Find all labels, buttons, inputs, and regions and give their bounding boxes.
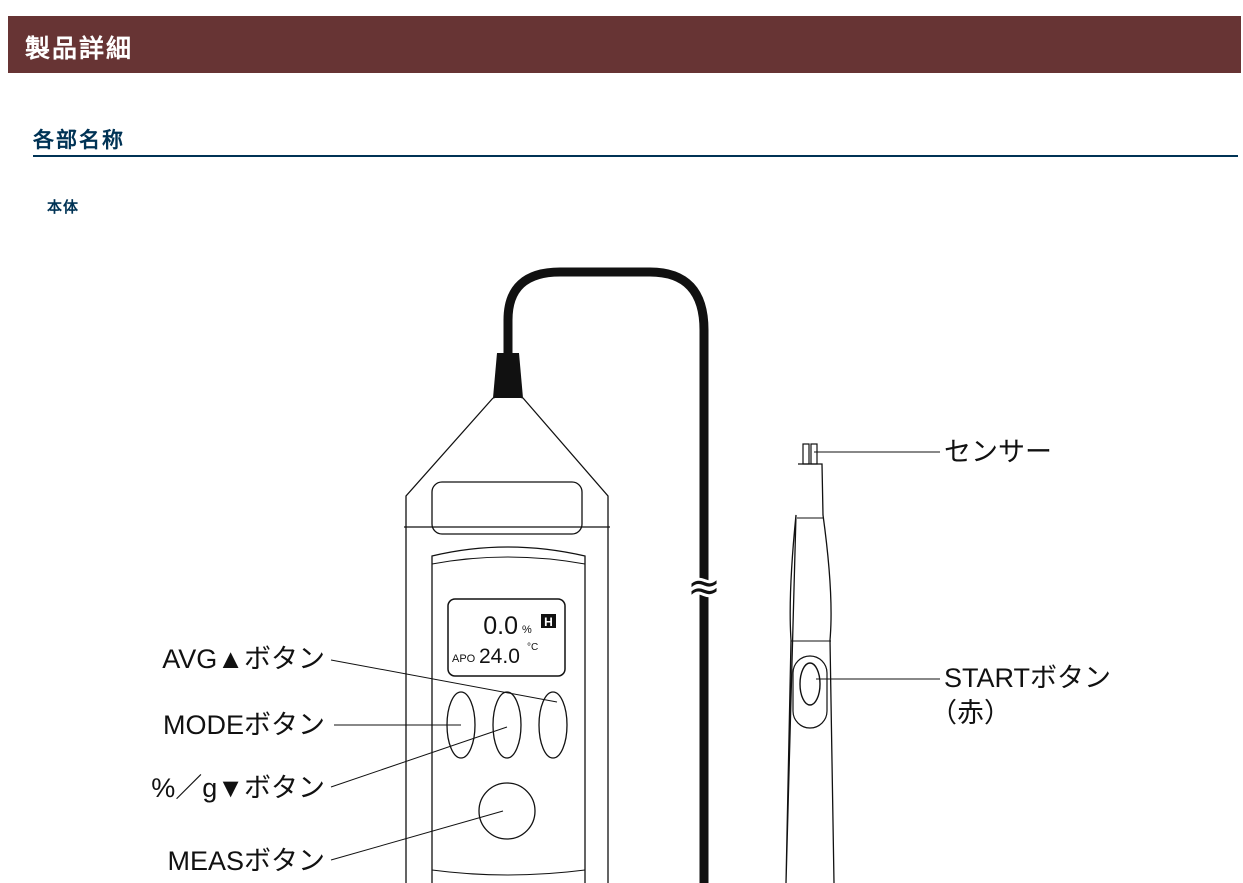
start-button-recess <box>792 655 828 729</box>
lcd-temperature-unit: °C <box>527 642 538 653</box>
lcd-apo-label: APO <box>452 653 476 665</box>
page-header-bar: 製品詳細 <box>8 16 1241 73</box>
cable-strain-relief <box>493 353 523 398</box>
start-button[interactable] <box>799 662 821 706</box>
pct-g-button[interactable] <box>492 691 522 759</box>
face-panel-lower-line <box>431 869 586 876</box>
meas-button[interactable] <box>478 782 536 840</box>
avg-button[interactable] <box>538 691 568 759</box>
main-unit-body <box>405 394 609 883</box>
lcd-hold-icon <box>541 614 556 628</box>
label-meas-button: MEASボタン <box>167 846 325 876</box>
label-avg-button: AVG▲ボタン <box>162 644 325 674</box>
subsection-title: 本体 <box>47 198 80 216</box>
lcd-display <box>447 598 566 677</box>
label-start-button: STARTボタン <box>944 663 1111 693</box>
main-unit-top-window <box>431 481 583 535</box>
lcd-hold-indicator: H <box>544 615 553 629</box>
leader-meas <box>330 810 504 861</box>
cable-break-symbol: ≈ <box>687 564 721 610</box>
sensor-tip-left <box>802 443 810 465</box>
label-sensor: センサー <box>944 437 1052 467</box>
label-mode-button: MODEボタン <box>163 710 325 740</box>
lcd-temperature: 24.0 <box>479 645 520 668</box>
leader-pct-g <box>330 726 508 788</box>
probe-cable <box>503 267 709 883</box>
leader-avg <box>330 659 558 703</box>
lcd-reading: 0.0 <box>483 612 518 640</box>
sensor-tip-right <box>810 443 818 465</box>
page-header-title: 製品詳細 <box>25 34 134 63</box>
lcd-reading-unit: % <box>522 624 532 636</box>
main-unit-face-panel <box>431 546 586 883</box>
section-divider <box>33 155 1238 157</box>
sensor-probe-body <box>785 463 835 883</box>
label-start-button-color: （赤） <box>930 698 1011 728</box>
label-pct-g-button: %／g▼ボタン <box>151 773 325 803</box>
section-title: 各部名称 <box>33 128 125 152</box>
face-panel-upper-line <box>431 556 586 565</box>
